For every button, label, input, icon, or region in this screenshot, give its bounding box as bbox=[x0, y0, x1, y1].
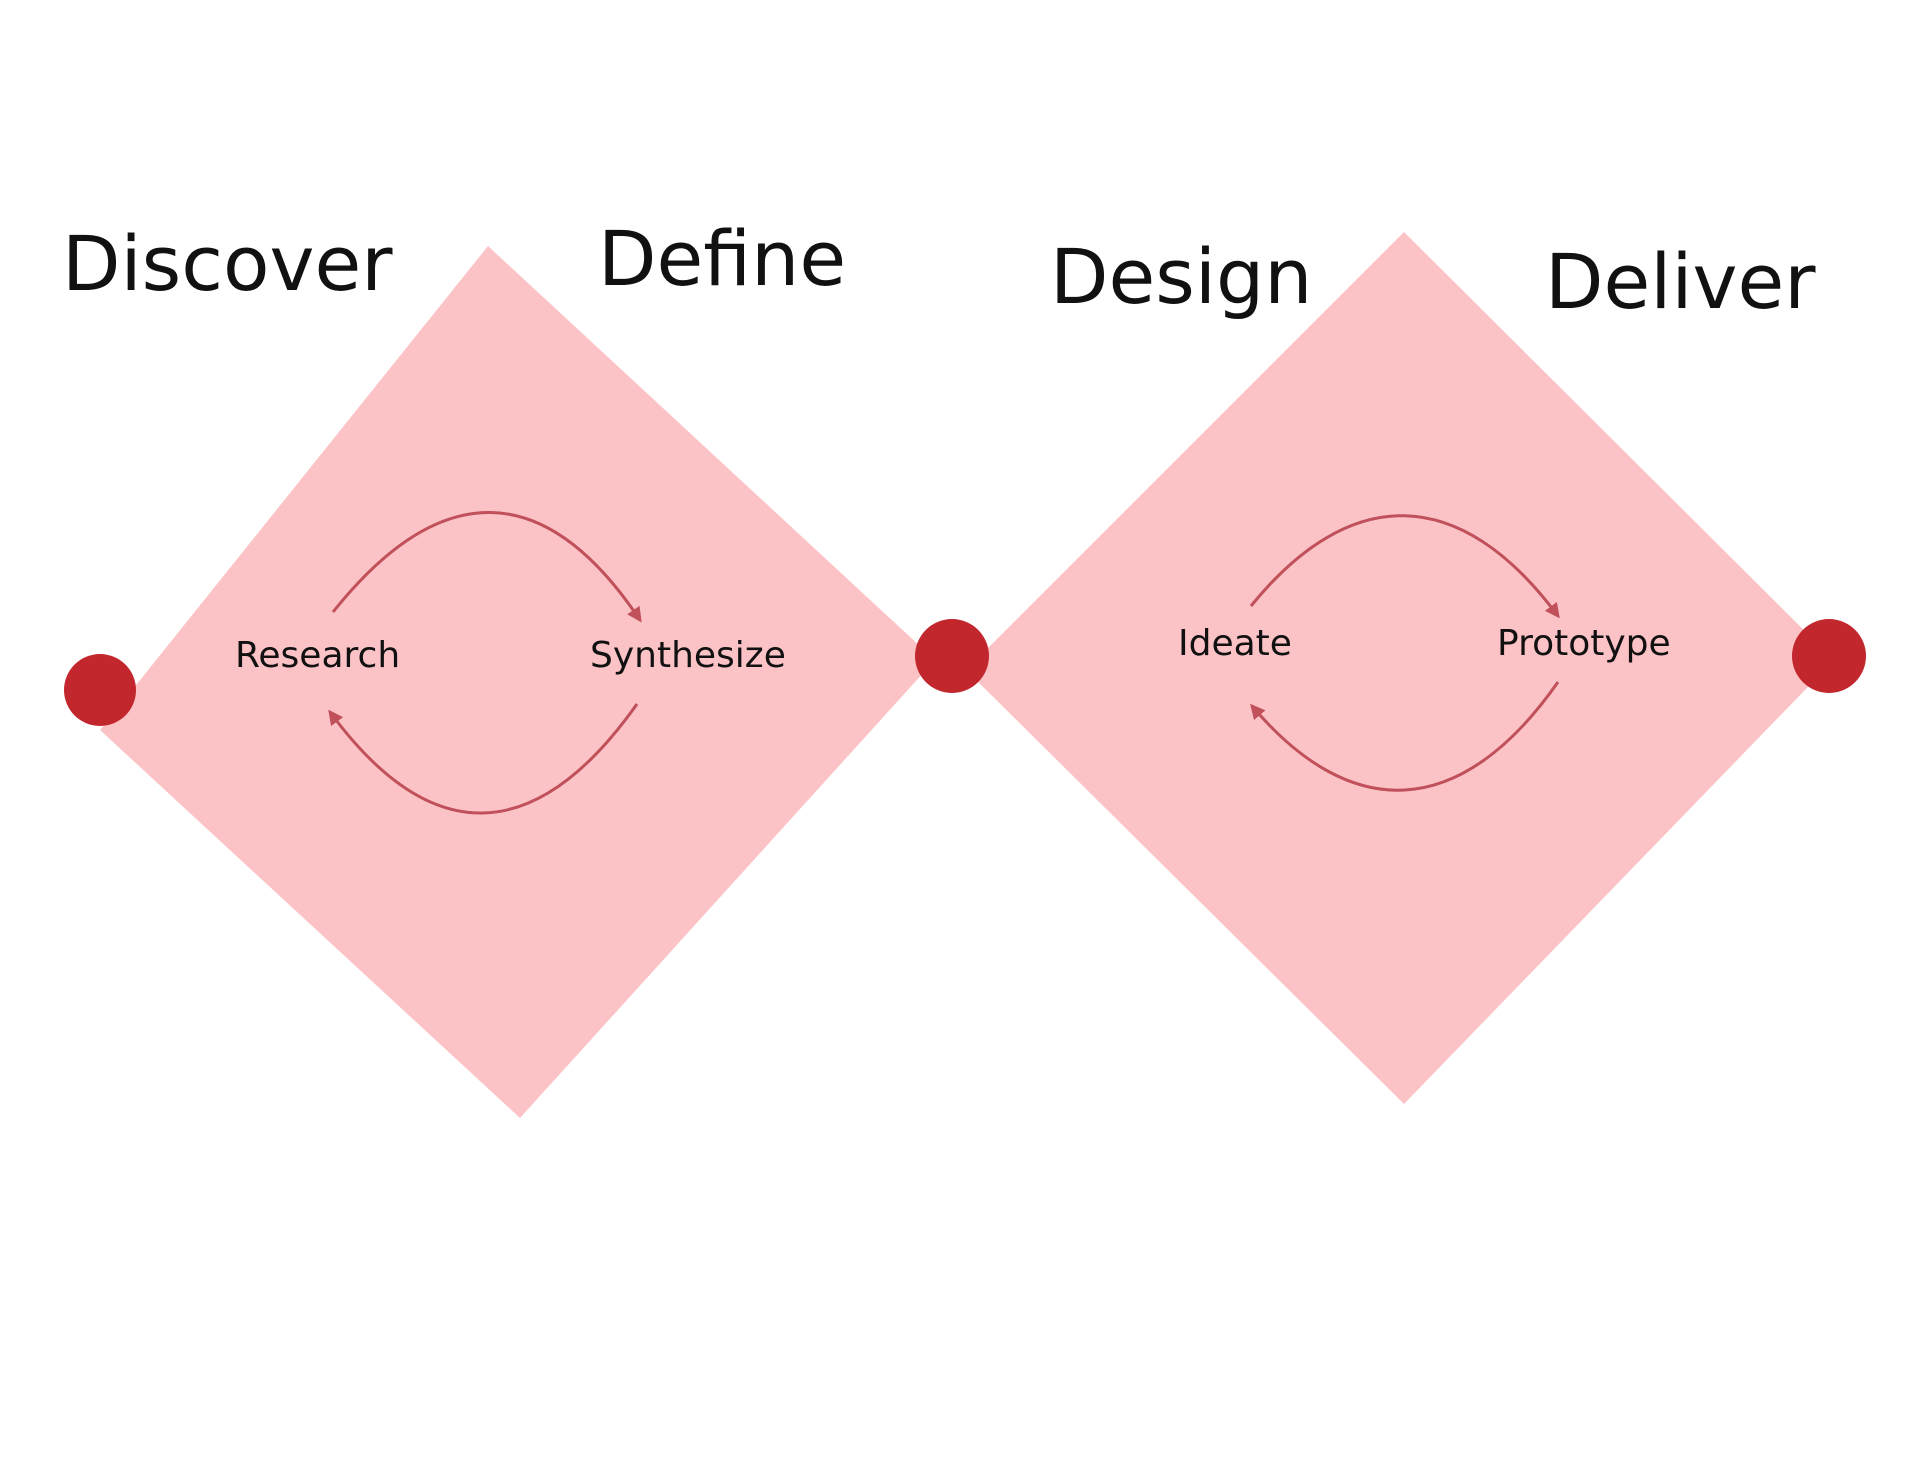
prototype-to-ideate-arrow bbox=[1250, 681, 1560, 792]
phase-label-define: Define bbox=[598, 214, 846, 303]
research-to-synthesize-arrow bbox=[331, 511, 642, 623]
step-label-ideate: Ideate bbox=[1178, 623, 1292, 664]
phase-label-design: Design bbox=[1050, 232, 1312, 321]
start-node bbox=[64, 654, 136, 726]
first-diamond bbox=[100, 246, 935, 1118]
midpoint-node bbox=[915, 619, 989, 693]
phase-label-discover: Discover bbox=[62, 219, 393, 308]
step-label-research: Research bbox=[235, 635, 400, 676]
ideate-to-prototype-arrow bbox=[1249, 514, 1560, 619]
second-diamond bbox=[966, 232, 1834, 1104]
step-label-prototype: Prototype bbox=[1497, 623, 1671, 664]
synthesize-to-research-arrow bbox=[328, 703, 639, 815]
phase-label-deliver: Deliver bbox=[1545, 237, 1816, 326]
end-node bbox=[1792, 619, 1866, 693]
step-label-synthesize: Synthesize bbox=[590, 635, 786, 676]
